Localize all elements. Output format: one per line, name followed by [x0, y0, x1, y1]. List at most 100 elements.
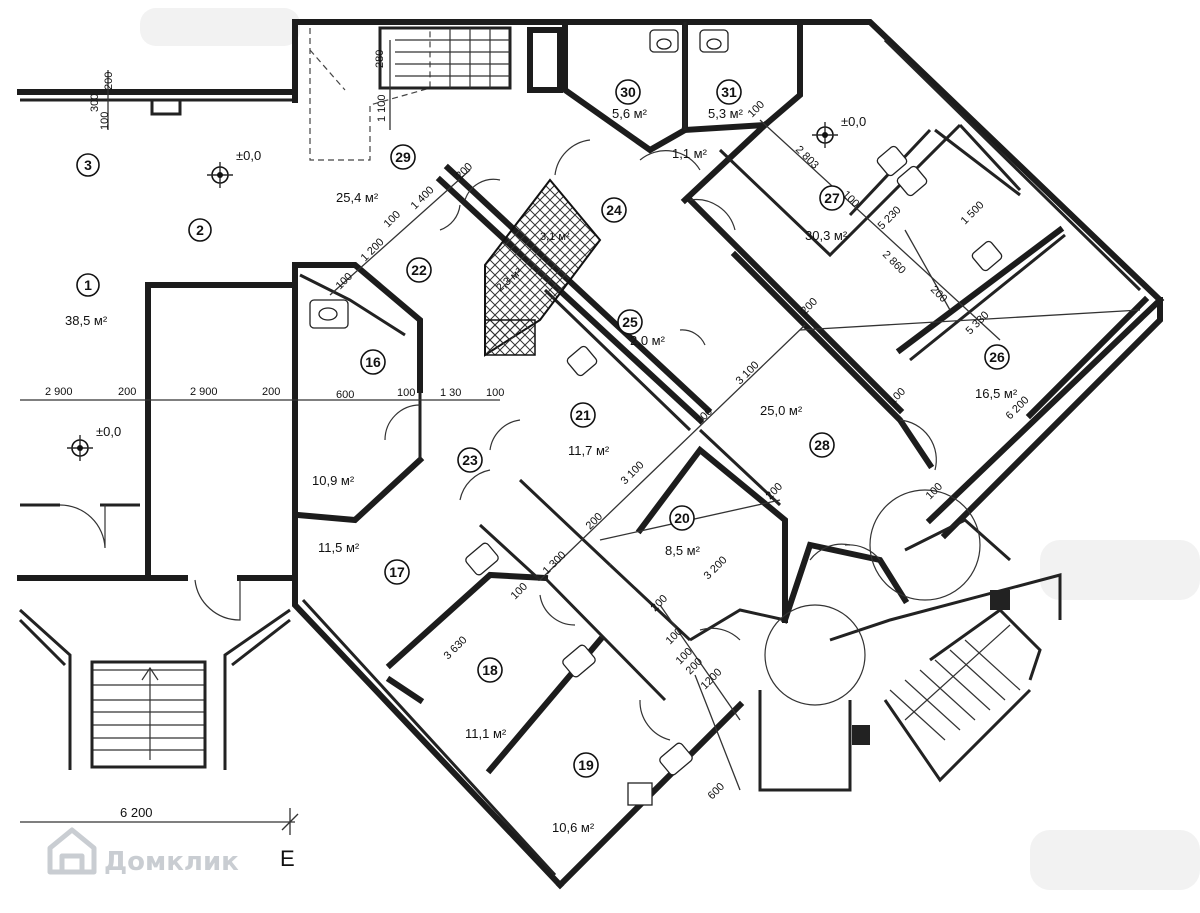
svg-text:28: 28 [814, 437, 830, 453]
room-marker: 19 [573, 752, 599, 778]
dim-label: 3 630 [442, 634, 470, 662]
svg-text:20: 20 [674, 510, 690, 526]
room-marker: 3 [76, 153, 100, 177]
doors [384, 139, 937, 741]
room-marker: 1 [76, 273, 100, 297]
dim-label: 1 200 [359, 236, 387, 264]
level-marker [207, 162, 233, 188]
fixtures [309, 29, 1003, 806]
dim-label: 1200 [699, 666, 725, 692]
domklik-logo-icon [47, 827, 97, 875]
level-marker [67, 435, 93, 461]
room-area: 11,1 м² [465, 726, 507, 741]
level-marker [812, 122, 838, 148]
room-marker: 2 [188, 218, 212, 242]
dim-label: 100 [924, 481, 945, 502]
dim-label: 2 900 [190, 386, 218, 398]
svg-text:31: 31 [721, 84, 737, 100]
corridor-area: 1,1 м² [672, 146, 708, 161]
dim-label: 280 [374, 50, 386, 68]
dim-label: 2 803 [793, 144, 821, 172]
stair-29 [309, 26, 563, 161]
dim-label: 2 900 [45, 386, 73, 398]
room-marker: 22 [406, 257, 432, 283]
room-area: 8,5 м² [665, 543, 701, 558]
dim-label: 100 [746, 99, 767, 120]
svg-text:16: 16 [365, 354, 381, 370]
room-marker: 24 [601, 197, 627, 223]
svg-text:26: 26 [989, 349, 1005, 365]
svg-text:1: 1 [84, 277, 92, 293]
svg-text:25: 25 [622, 314, 638, 330]
watermark-text: Домклик [104, 847, 239, 877]
dim-label: 3 200 [702, 554, 730, 582]
dim-label: 100 [382, 209, 403, 230]
room-marker: 20 [669, 505, 695, 531]
watermark: Домклик [47, 827, 239, 877]
dim-label: 1 30 [440, 387, 461, 399]
room-area: 5,3 м² [708, 106, 744, 121]
room-area: 11,7 м² [568, 443, 610, 458]
dim-label: 200 [649, 593, 670, 614]
dim-label: 6 200 [120, 805, 153, 820]
svg-text:30: 30 [620, 84, 636, 100]
left-wing-walls [17, 19, 563, 770]
svg-text:29: 29 [395, 149, 411, 165]
svg-text:18: 18 [482, 662, 498, 678]
room-area: 25,0 м² [760, 403, 803, 418]
level-label: ±0,0 [96, 424, 121, 439]
dim-label: 100 [664, 626, 685, 647]
room-area: 11,5 м² [318, 540, 360, 555]
dim-label: 1 100 [376, 94, 388, 122]
svg-text:24: 24 [606, 202, 622, 218]
dim-label: 100 [397, 387, 415, 399]
room-area: 10,6 м² [552, 820, 595, 835]
svg-text:21: 21 [575, 407, 591, 423]
dim-label: 200 [764, 481, 785, 502]
svg-text:3: 3 [84, 157, 92, 173]
room-marker: 25 [617, 309, 643, 335]
dim-label: 200 [118, 386, 136, 398]
dim-label: 600 [336, 389, 354, 401]
dim-label: 3 100 [734, 359, 762, 387]
small-area: 3,1 м² [540, 231, 570, 243]
svg-text:2: 2 [196, 222, 204, 238]
room-marker: 23 [457, 447, 483, 473]
room-area: 5,6 м² [612, 106, 648, 121]
level-label: ±0,0 [236, 148, 261, 163]
room-marker: 31 [716, 79, 742, 105]
room-area: 38,5 м² [65, 313, 108, 328]
room-area: 16,5 м² [975, 386, 1018, 401]
room-area: 10,9 м² [312, 473, 355, 488]
dim-label: 300 [89, 94, 101, 112]
room-marker: 27 [819, 185, 845, 211]
svg-text:19: 19 [578, 757, 594, 773]
dim-label: 3 100 [619, 459, 647, 487]
dim-label: 600 [706, 781, 727, 802]
svg-text:22: 22 [411, 262, 427, 278]
axis-label: Е [280, 846, 295, 871]
room-area: 2,0 м² [630, 333, 666, 348]
dim-label: 100 [486, 387, 504, 399]
room-labels: 1 38,5 м² 2 3 16 10,9 м² 17 11,5 м² 18 1… [65, 79, 1018, 835]
room-marker: 30 [615, 79, 641, 105]
dim-label: 5 230 [876, 204, 904, 232]
dim-label: 1 300 [541, 549, 569, 577]
dimension-lines [20, 40, 1141, 823]
room-marker: 28 [809, 432, 835, 458]
level-label: ±0,0 [841, 114, 866, 129]
svg-text:27: 27 [824, 190, 840, 206]
dim-label: 200 [262, 386, 280, 398]
room-marker: 29 [390, 144, 416, 170]
dim-label: 1 400 [409, 184, 437, 212]
room-marker: 21 [570, 402, 596, 428]
dim-label: 1 500 [959, 199, 987, 227]
dim-label: 2 860 [880, 249, 908, 277]
room-marker: 18 [477, 657, 503, 683]
dim-label: 100 [509, 581, 530, 602]
level-markers: ±0,0 ±0,0 ±0,0 [67, 114, 866, 461]
dim-label: 200 [694, 406, 715, 427]
svg-text:23: 23 [462, 452, 478, 468]
